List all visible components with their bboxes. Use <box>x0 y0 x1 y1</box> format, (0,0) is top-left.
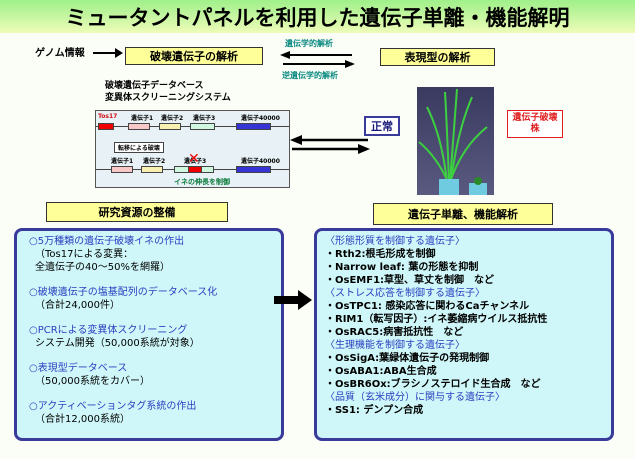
resource-item-detail: （合計12,000系統） <box>35 414 130 425</box>
gene-1-box <box>111 166 133 173</box>
effect-label: イネの伸長を制御 <box>174 178 230 186</box>
resources-caption: 破壊遺伝子データベース 変異体スクリーニングシステム <box>105 80 231 104</box>
genome-info-label: ゲノム情報 <box>35 48 85 59</box>
resource-item: ○破壊遺伝子の塩基配列のデータベース化 （合計24,000件） <box>29 286 269 312</box>
gene-label: 遺伝子3 <box>193 115 216 122</box>
arrow-right-icon <box>93 48 123 58</box>
resource-item: ○PCRによる変異体スクリーニングシステム開発（50,000系統が対象） <box>29 324 269 350</box>
gene-40000-box <box>236 166 271 173</box>
isolation-header-label: 遺伝子単離、機能解析 <box>408 208 518 221</box>
gene-label: 遺伝子40000 <box>241 115 280 122</box>
resource-item-title: ○5万種類の遺伝子破壊イネの作出 <box>29 236 185 247</box>
gene-item: ・OsABA1:ABA生合成 <box>325 366 437 377</box>
gene-label: 遺伝子3 <box>184 158 207 165</box>
gene-item: ・Rth2:根毛形成を制御 <box>325 249 436 260</box>
rice-plant-illustration <box>418 88 488 195</box>
resource-item-title: ○アクティベーションタグ系統の作出 <box>29 401 197 412</box>
gene-diagram: Tos17 遺伝子1 遺伝子2 遺伝子3 遺伝子40000 転移による破壊 遺伝… <box>95 110 290 188</box>
resources-header: 研究資源の整備 <box>46 202 228 222</box>
gene-2-box <box>141 166 163 173</box>
arrow-right-icon <box>274 290 312 310</box>
bidirectional-arrow-icon <box>290 135 370 154</box>
resource-item-detail: 全遺伝子の40～50%を網羅） <box>35 262 170 273</box>
gene-item: ・Narrow leaf: 葉の形態を抑制 <box>325 262 479 273</box>
tos17-element <box>98 123 114 130</box>
gene-group-title: 〈品質（玄米成分）に関与する遺伝子〉 <box>325 392 505 403</box>
caption-line: 変異体スクリーニングシステム <box>105 93 231 103</box>
resource-item-detail: （50,000系統をカバー） <box>35 376 150 387</box>
resource-item: ○5万種類の遺伝子破壊イネの作出 （Tos17による変異： 全遺伝子の40～50%を… <box>29 235 269 274</box>
isolation-list: 〈形態形質を制御する遺伝子〉・Rth2:根毛形成を制御・Narrow leaf:… <box>325 235 603 417</box>
normal-label: 正常 <box>364 116 400 136</box>
resource-item-detail: （合計24,000件） <box>35 300 120 311</box>
page-title: ミュータントパネルを利用した遺伝子単離・機能解明 <box>65 5 570 30</box>
gene-label: 遺伝子2 <box>161 115 184 122</box>
gene-group-title: 〈形態形質を制御する遺伝子〉 <box>325 236 465 247</box>
resource-item: ○アクティベーションタグ系統の作出 （合計12,000系統） <box>29 400 269 426</box>
broken-gene-analysis-box: 破壊遺伝子の解析 <box>125 47 263 65</box>
gene-group-title: 〈ストレス応答を制御する遺伝子〉 <box>325 288 485 299</box>
gene-item: ・OsBR6Ox:ブラシノステロイド生合成 など <box>325 379 541 390</box>
gene-item: ・OsTPC1: 感染応答に関わるCaチャンネル <box>325 301 530 312</box>
isolation-panel: 〈形態形質を制御する遺伝子〉・Rth2:根毛形成を制御・Narrow leaf:… <box>314 228 614 441</box>
gene-2-box <box>159 123 181 130</box>
resource-item: ○表現型データベース （50,000系統をカバー） <box>29 362 269 388</box>
resource-item-title: ○破壊遺伝子の塩基配列のデータベース化 <box>29 287 218 298</box>
broken-gene-analysis-label: 破壊遺伝子の解析 <box>150 50 238 63</box>
reverse-genetics-label: 逆遺伝学的解析 <box>282 71 338 80</box>
resource-item-detail: システム開発（50,000系統が対象） <box>35 338 200 349</box>
gene-label: 遺伝子2 <box>143 158 166 165</box>
resource-item-title: ○PCRによる変異体スクリーニング <box>29 325 188 336</box>
mutant-label: 遺伝子破壊株 <box>507 110 563 138</box>
resources-panel: ○5万種類の遺伝子破壊イネの作出 （Tos17による変異： 全遺伝子の40～50%を… <box>14 228 284 441</box>
bidirectional-arrow-icon <box>280 51 355 68</box>
resource-item-title: ○表現型データベース <box>29 363 128 374</box>
isolation-header: 遺伝子単離、機能解析 <box>373 203 553 225</box>
gene-group-title: 〈生理機能を制御する遺伝子〉 <box>325 340 465 351</box>
gene-label: 遺伝子1 <box>111 158 134 165</box>
resources-header-label: 研究資源の整備 <box>98 206 176 219</box>
tos17-insertion <box>188 166 202 173</box>
gene-item: ・SS1: デンプン合成 <box>325 405 424 416</box>
forward-genetics-label: 遺伝学的解析 <box>285 39 333 48</box>
gene-40000-box <box>236 123 271 130</box>
gene-label: 遺伝子1 <box>131 115 154 122</box>
disruption-x-icon: ✕ <box>188 151 200 167</box>
gene-item: ・OsRAC5:病害抵抗性 など <box>325 327 464 338</box>
transposition-label: 転移による破壊 <box>114 142 164 153</box>
rice-plant-photo <box>417 87 494 195</box>
resources-list: ○5万種類の遺伝子破壊イネの作出 （Tos17による変異： 全遺伝子の40～50%を… <box>29 235 269 426</box>
gene-1-box <box>128 123 150 130</box>
phenotype-analysis-label: 表現型の解析 <box>404 51 471 64</box>
tos17-label: Tos17 <box>98 113 118 120</box>
phenotype-analysis-box: 表現型の解析 <box>380 48 495 66</box>
gene-item: ・OsSigA:葉緑体遺伝子の発現制御 <box>325 353 490 364</box>
gene-item: ・OsEMF1:草型、草丈を制御 など <box>325 275 495 286</box>
resource-item-detail: （Tos17による変異： <box>35 249 134 260</box>
gene-label: 遺伝子40000 <box>241 158 280 165</box>
title-bar: ミュータントパネルを利用した遺伝子単離・機能解明 <box>0 0 635 33</box>
gene-item: ・RIM1（転写因子）:イネ萎縮病ウイルス抵抗性 <box>325 314 548 325</box>
gene-3-box <box>190 123 215 130</box>
caption-line: 破壊遺伝子データベース <box>105 81 204 91</box>
